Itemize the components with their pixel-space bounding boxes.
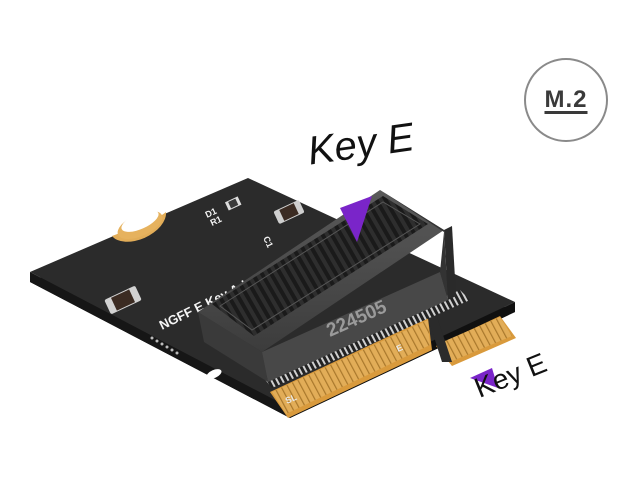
component-label-c1: C1 bbox=[261, 235, 275, 250]
key-arrow-top bbox=[340, 196, 372, 242]
smd-component-d1 bbox=[224, 196, 242, 211]
smd-component-c1 bbox=[274, 200, 304, 224]
key-arrow-bottom bbox=[470, 368, 498, 388]
component-label-d1: D1 bbox=[204, 206, 219, 220]
edge-connector-gold bbox=[270, 318, 432, 418]
m2-badge-label: M.2 bbox=[544, 86, 588, 113]
pin-mark-sl: SL bbox=[284, 392, 299, 406]
smd-component-left bbox=[104, 286, 142, 314]
via-row bbox=[150, 336, 179, 355]
component-label-r1: R1 bbox=[209, 214, 224, 228]
slot-pins bbox=[262, 290, 470, 388]
m2-slot-connector bbox=[198, 190, 456, 382]
edge-connector-gold-short bbox=[436, 316, 516, 366]
m2-badge: M.2 bbox=[524, 58, 608, 142]
pin-mark-e: E bbox=[395, 342, 405, 354]
